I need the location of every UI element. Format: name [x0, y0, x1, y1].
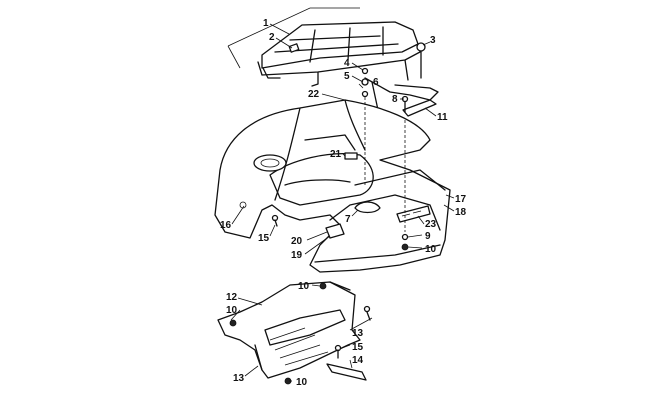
callout-12: 12: [226, 292, 238, 303]
callout-11: 11: [437, 112, 448, 123]
callout-23: 23: [425, 219, 437, 230]
rear-fender: [214, 97, 451, 273]
callout-20: 20: [291, 236, 303, 247]
callout-21: 21: [330, 149, 342, 160]
callout-14: 14: [352, 355, 364, 366]
callout-3: 3: [430, 35, 436, 46]
callout-10-mid: 10: [298, 281, 310, 292]
callout-16: 16: [220, 220, 232, 231]
callout-5: 5: [344, 71, 350, 82]
callout-15-lower: 15: [352, 342, 364, 353]
callout-10-left: 10: [226, 305, 238, 316]
callout-4: 4: [344, 58, 350, 69]
rack-hardware: [361, 42, 426, 113]
callout-9: 9: [425, 231, 431, 242]
callout-18: 18: [455, 207, 467, 218]
rack-subassembly-outline: [227, 7, 360, 69]
callout-2: 2: [269, 32, 275, 43]
callout-6: 6: [373, 77, 379, 88]
callout-22: 22: [308, 89, 320, 100]
callout-13-right: 13: [352, 328, 364, 339]
callout-labels: 1 2 3 4 5 6 8 22 11 21 17 18 7 23 9 10 1…: [220, 18, 467, 388]
footwell-panel: [217, 281, 371, 385]
callout-10-upper: 10: [425, 244, 437, 255]
callout-10-bottom: 10: [296, 377, 308, 388]
callout-13-left: 13: [233, 373, 245, 384]
leader-lines: [230, 23, 455, 382]
callout-17: 17: [455, 194, 467, 205]
callout-8: 8: [392, 94, 398, 105]
callout-15-upper: 15: [258, 233, 270, 244]
callout-1: 1: [263, 18, 269, 29]
callout-7: 7: [345, 214, 351, 225]
callout-19: 19: [291, 250, 303, 261]
